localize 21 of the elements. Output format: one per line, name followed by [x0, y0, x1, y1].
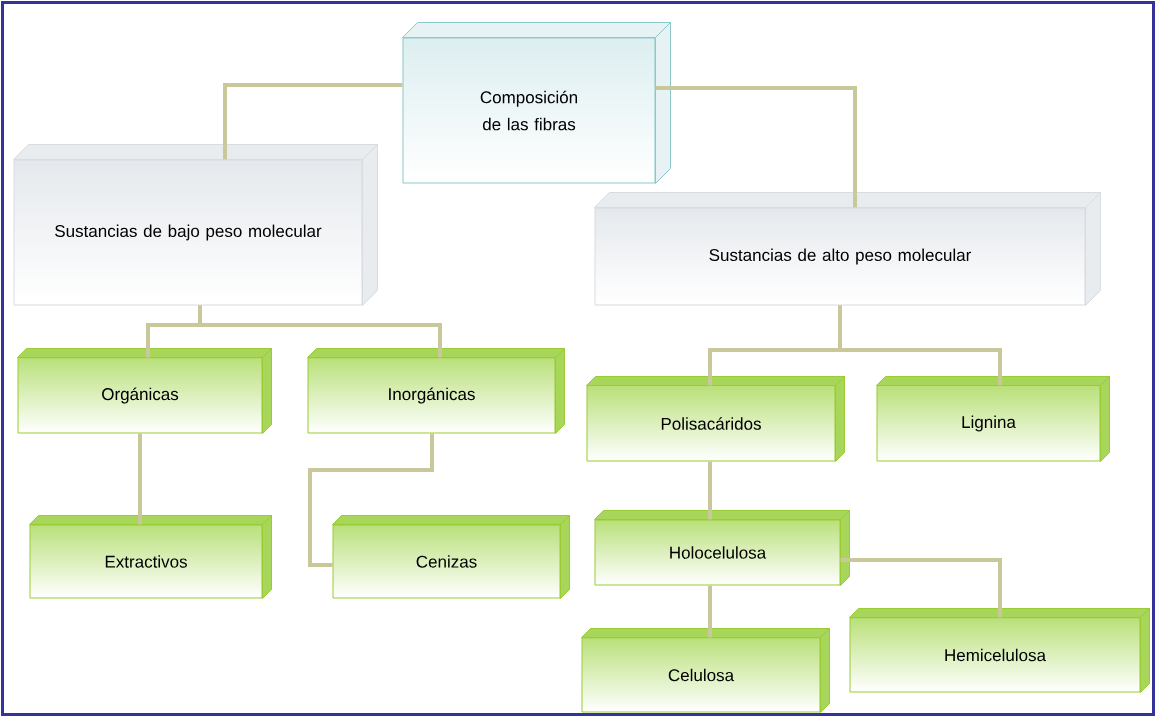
box: Holocelulosa [594, 510, 850, 586]
connector-line [138, 433, 142, 525]
box: Inorgánicas [307, 348, 565, 434]
box: Hemicelulosa [849, 608, 1150, 693]
connector-line [708, 461, 712, 520]
connector-line [708, 585, 712, 638]
connector-line [198, 305, 442, 358]
connector-line [308, 433, 434, 567]
box: Cenizas [332, 515, 570, 599]
connector-line [838, 305, 1002, 386]
box: Extractivos [29, 515, 272, 599]
connector-line [840, 558, 1002, 618]
box: Sustancias de alto peso molecular [594, 192, 1101, 306]
box: Sustancias de bajo peso molecular [13, 144, 378, 306]
box: Composición de las fibras [402, 22, 671, 184]
box: Celulosa [581, 628, 830, 713]
box: Lignina [876, 376, 1110, 462]
box: Orgánicas [17, 348, 272, 434]
connector-line [223, 83, 403, 160]
connector-line [655, 86, 857, 208]
box: Polisacáridos [586, 376, 845, 462]
